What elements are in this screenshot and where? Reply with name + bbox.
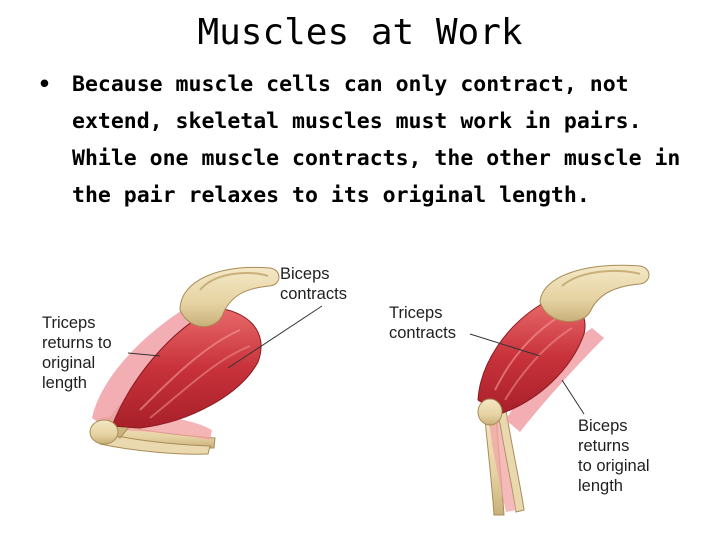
left-triceps-label-line: length <box>42 374 87 392</box>
bullet-item: • Because muscle cells can only contract… <box>38 66 698 214</box>
right-elbow-joint <box>477 398 503 426</box>
bullet-text: Because muscle cells can only contract, … <box>72 72 681 208</box>
right-biceps-label-line: Biceps <box>578 417 628 435</box>
left-triceps-label-line: original <box>42 354 95 372</box>
right-arm-drawing <box>469 264 650 516</box>
left-elbow-joint <box>89 419 119 445</box>
right-forearm-bone-2 <box>497 409 525 513</box>
left-biceps-label-line: Biceps <box>280 265 330 283</box>
right-biceps-label-line: to original <box>578 457 650 475</box>
right-biceps-leader <box>561 379 585 415</box>
left-forearm-bone-2 <box>99 431 211 455</box>
right-biceps-label-line: length <box>578 477 623 495</box>
left-triceps-label-line: Triceps <box>42 314 95 332</box>
right-triceps-label-line: contracts <box>389 324 456 342</box>
left-shoulder-bone <box>179 266 280 328</box>
left-biceps-label-line: contracts <box>280 285 347 303</box>
bullet-list: • Because muscle cells can only contract… <box>38 66 698 214</box>
right-triceps-leader <box>469 333 541 357</box>
right-triceps-label: Triceps contracts <box>389 304 456 342</box>
right-triceps-label-line: Triceps <box>389 304 442 322</box>
right-shoulder-bone <box>539 264 650 322</box>
slide-title: Muscles at Work <box>197 12 523 53</box>
left-triceps-label: Triceps returns to original length <box>42 314 116 392</box>
right-biceps-label: Biceps returns to original length <box>578 417 654 495</box>
left-biceps-leader <box>227 305 323 369</box>
arm-muscle-illustration: Biceps contracts Triceps returns to orig… <box>42 264 654 516</box>
bullet-icon: • <box>38 72 51 97</box>
left-biceps-label: Biceps contracts <box>280 265 347 303</box>
right-biceps-label-line: returns <box>578 437 629 455</box>
left-triceps-leader <box>127 352 161 357</box>
right-forearm-muscle <box>488 415 516 512</box>
left-arm-drawing <box>89 266 323 455</box>
right-biceps-muscle <box>506 328 604 432</box>
left-triceps-label-line: returns to <box>42 334 112 352</box>
